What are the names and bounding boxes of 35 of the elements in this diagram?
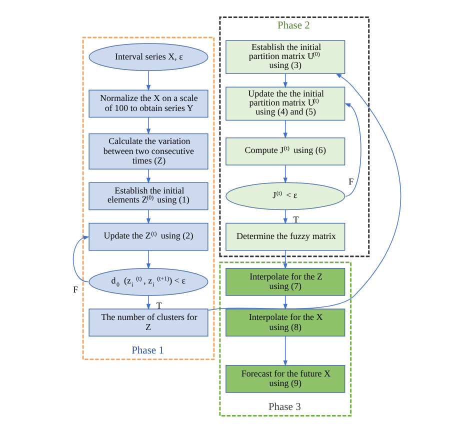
arrow	[283, 164, 288, 184]
arrow	[146, 250, 151, 270]
node-box: The number of clusters for Z	[88, 308, 208, 336]
arrow	[146, 70, 151, 92]
arrow	[283, 295, 288, 310]
edge-label: F	[73, 284, 78, 294]
edge-label: T	[293, 214, 299, 225]
node-box: Compute J$^{(t)}$ using (6)	[226, 138, 346, 166]
arrow	[146, 295, 151, 310]
arrow	[208, 73, 402, 311]
node-box: Determine the fuzzy matrix	[226, 222, 346, 251]
node-ellipse: J$^{(t)}$ < ε	[226, 182, 346, 210]
arrow	[283, 73, 288, 88]
node-box: Interpolate for the Z using (7)	[226, 268, 346, 296]
arrow	[283, 336, 288, 366]
node-box: Establish the initial elements Z$^{(0)}$ using (1)	[88, 182, 208, 210]
arrow	[146, 168, 151, 184]
edge-label: T	[156, 300, 162, 310]
node-box: Normalize the X on a scale of 100 to obtain series Y	[88, 90, 208, 118]
arrow	[72, 236, 90, 282]
node-box: Interpolate for the X using (8)	[226, 308, 346, 336]
arrow	[283, 120, 288, 139]
node-box: Calculate the variation between two consecutive times (Z)	[88, 133, 208, 170]
arrow	[283, 209, 288, 224]
node-ellipse: d$_{0}$ (z$_{i}$$^{(t)}$, z$_{i}$$^{(t+1)}$) < ε	[88, 268, 208, 296]
node-box: Forecast for the future X using (9)	[226, 365, 346, 393]
arrow	[146, 116, 151, 135]
node-box: Establish the initial partition matrix U$^{(0)}$ using (3)	[226, 40, 346, 74]
arrow	[283, 250, 288, 270]
arrow	[344, 103, 362, 197]
node-box: Update the Z$^{(t)}$ using (2)	[88, 222, 208, 251]
node-ellipse: Interval series X, ε	[88, 43, 208, 71]
node-box: Update the the initial partition matrix U$^{(t)}$ using (4) and (5)	[226, 86, 346, 121]
arrow	[146, 209, 151, 224]
edge-label: F	[348, 176, 354, 187]
